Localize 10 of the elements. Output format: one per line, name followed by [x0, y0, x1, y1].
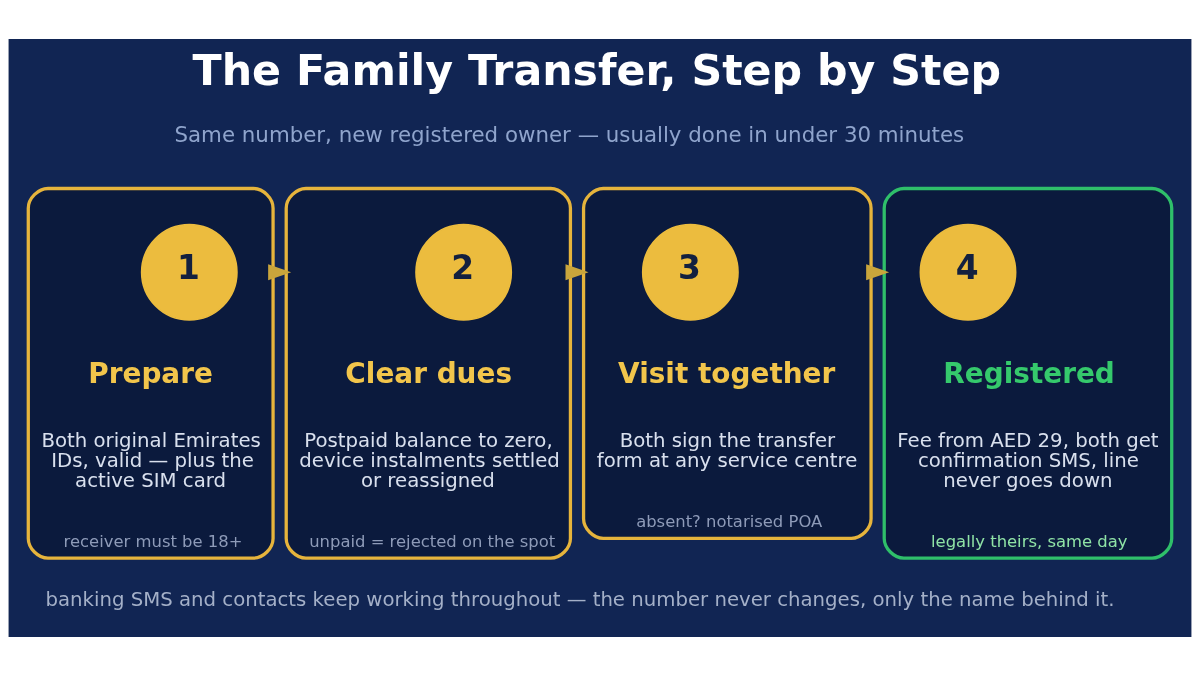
arrow [866, 263, 890, 280]
label: Same number, new registered owner — usually done in under 30 minutes [174, 121, 965, 147]
arrow [268, 263, 292, 280]
node-circle: 1 [140, 223, 238, 321]
node-circle: 3 [641, 223, 739, 321]
label: banking SMS and contacts keep working throughout — the number never changes, only the name behind it. [45, 587, 1115, 611]
node-circle: 4 [919, 223, 1017, 321]
arrow [565, 263, 589, 280]
node-circle: 2 [415, 223, 513, 321]
diagram-title: The Family Transfer, Step by Step [192, 44, 1001, 95]
